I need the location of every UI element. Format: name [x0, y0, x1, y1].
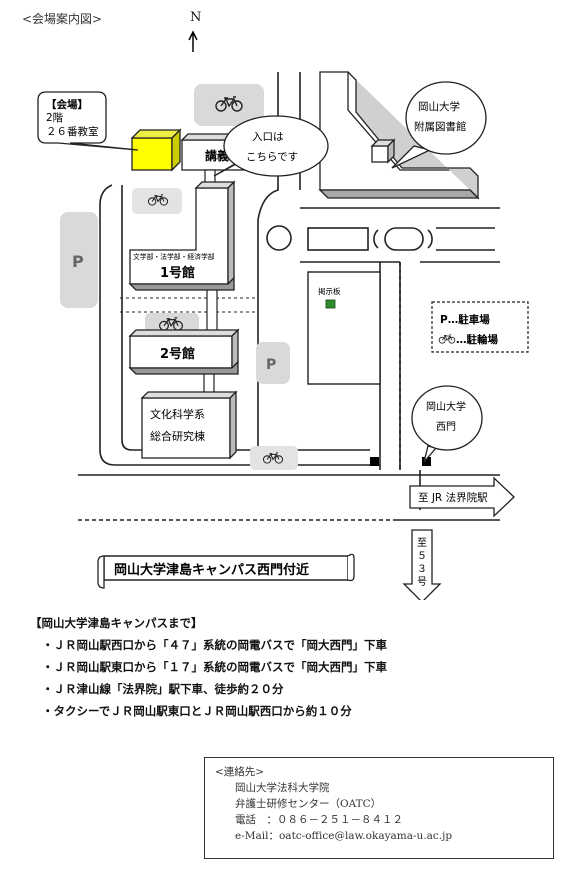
to-route53-label: 号 [417, 576, 427, 588]
access-info: 【岡山大学津島キャンパスまで】 ・ＪＲ岡山駅西口から「４７」系統の岡電バスで「岡… [30, 612, 387, 722]
access-title: 【岡山大学津島キャンパスまで】 [30, 616, 203, 630]
contact-phone: 電話 ：０８６－２５１－８４１２ [235, 814, 403, 826]
research-building-label: 総合研究棟 [150, 429, 205, 443]
building-2-label: 2号館 [160, 346, 195, 362]
venue-callout-floor: 2階 [46, 112, 64, 124]
map-header-label: <会場案内図> [22, 12, 103, 26]
arrow-to-station [409, 476, 515, 518]
contact-center: 弁護士研修センター（OATC） [235, 798, 382, 810]
entrance-callout [213, 115, 329, 177]
bulletin-area [307, 271, 381, 385]
entrance-callout-line: 入口は [252, 131, 284, 143]
arrow-to-route53 [402, 529, 442, 600]
contact-org: 岡山大学法科大学院 [235, 782, 330, 794]
parking-mark: P [72, 252, 84, 271]
venue-callout-room: ２６番教室 [46, 125, 99, 138]
bulletin-board-label: 掲示板 [318, 286, 341, 296]
to-route53-label: 至 [417, 537, 427, 549]
parking-mark: P [266, 357, 276, 373]
campus-map: 掲示板 P P [37, 30, 529, 600]
west-gate-callout-line: 西門 [436, 421, 456, 433]
building-1-departments: 文学部・法学部・経済学部 [133, 252, 215, 261]
venue-callout-title: 【会場】 [46, 98, 88, 111]
access-item: ・タクシーでＪＲ岡山駅東口とＪＲ岡山駅西口から約１０分 [42, 704, 352, 718]
to-route53-label: ３ [417, 564, 427, 575]
library-callout-line: 岡山大学 [418, 100, 460, 113]
north-arrow-icon [188, 30, 198, 52]
contact-email[interactable]: e-Mail：oatc-office@law.okayama-u.ac.jp [235, 830, 453, 842]
building-1-label: 1号館 [160, 265, 195, 281]
to-station-label: 至 JR 法界院駅 [418, 491, 488, 504]
venue-building [130, 128, 182, 172]
research-building [140, 390, 238, 460]
map-legend [431, 301, 529, 353]
legend-parking: P…駐車場 [440, 313, 490, 326]
roads [78, 72, 500, 521]
access-item: ・ＪＲ津山線「法界院」駅下車、徒歩約２０分 [42, 682, 284, 696]
access-item: ・ＪＲ岡山駅西口から「４７」系統の岡電バスで「岡大西門」下車 [42, 638, 387, 652]
west-gate-callout [411, 385, 483, 463]
gate-marker [370, 457, 379, 466]
legend-bicycle: …駐輪場 [456, 333, 498, 346]
entrance-callout-line: こちらです [246, 151, 298, 163]
building-2 [128, 328, 240, 375]
gate-marker [422, 457, 431, 466]
connector [206, 283, 218, 335]
library-callout-line: 附属図書館 [414, 120, 467, 133]
bulletin-board-marker [325, 299, 336, 309]
library-callout [391, 81, 487, 169]
research-building-label: 文化科学系 [150, 407, 205, 421]
to-route53-label: ５ [417, 551, 427, 562]
north-label: N [190, 10, 202, 25]
access-item: ・ＪＲ岡山駅東口から「１７」系統の岡電バスで「岡大西門」下車 [42, 660, 387, 674]
campus-banner-title: 岡山大学津島キャンパス西門付近 [114, 562, 309, 578]
building-1 [128, 180, 236, 291]
parking-lot-center [256, 342, 290, 384]
campus-banner [97, 553, 355, 589]
contact-box: <連絡先> 岡山大学法科大学院 弁護士研修センター（OATC） 電話 ：０８６－… [204, 757, 554, 859]
west-gate-callout-line: 岡山大学 [426, 400, 466, 413]
venue-callout [37, 91, 139, 151]
parking-lot-west [60, 212, 98, 308]
contact-title: <連絡先> [215, 766, 265, 778]
bicycle-lot [132, 188, 182, 214]
